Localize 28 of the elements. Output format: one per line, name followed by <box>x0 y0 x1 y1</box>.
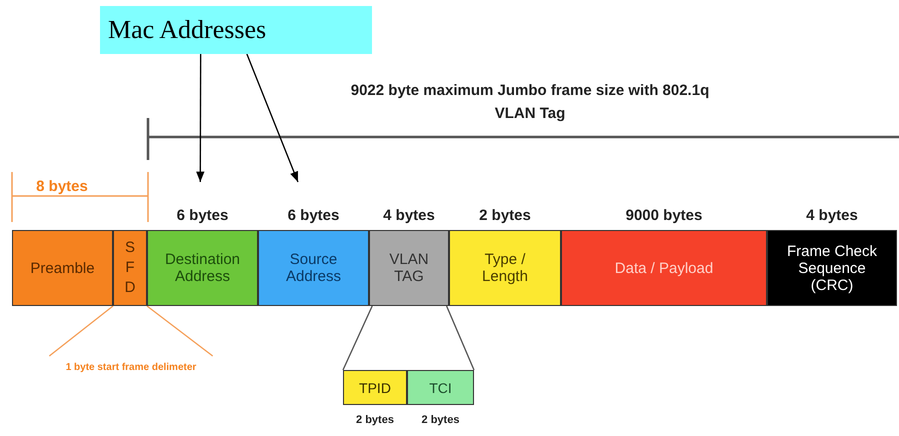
byte-size-label: 6 bytes <box>176 207 230 224</box>
connector-line <box>48 305 114 357</box>
frame-field: VLAN TAG <box>369 230 449 306</box>
frame-field: Source Address <box>258 230 369 306</box>
byte-size-label: 4 bytes <box>805 207 859 224</box>
connector-line <box>446 306 475 370</box>
byte-size-label: 2 bytes <box>420 414 460 426</box>
frame-field: Frame Check Sequence (CRC) <box>767 230 897 306</box>
byte-size-label: 2 bytes <box>355 414 395 426</box>
byte-size-label: 4 bytes <box>382 207 436 224</box>
frame-field: Type / Length <box>449 230 561 306</box>
arrow <box>196 54 204 182</box>
tag-field: TCI <box>407 370 474 405</box>
callout-box: Mac Addresses <box>100 6 372 54</box>
frame-field: Preamble <box>12 230 113 306</box>
frame-field: Destination Address <box>147 230 258 306</box>
jumbo-size-note: 9022 byte maximum Jumbo frame size with 802.1q VLAN Tag <box>350 81 710 124</box>
frame-field: Data / Payload <box>561 230 767 306</box>
size-label: 8 bytes <box>35 177 89 197</box>
connector-line <box>146 305 214 357</box>
frame-field: S F D <box>113 230 147 306</box>
annotation-text: 1 byte start frame delimeter <box>36 358 226 376</box>
tag-field: TPID <box>343 370 407 405</box>
byte-size-label: 2 bytes <box>478 207 532 224</box>
connector-line <box>342 306 373 370</box>
byte-size-label: 9000 bytes <box>624 207 704 224</box>
byte-size-label: 6 bytes <box>286 207 340 224</box>
arrow <box>246 54 299 182</box>
